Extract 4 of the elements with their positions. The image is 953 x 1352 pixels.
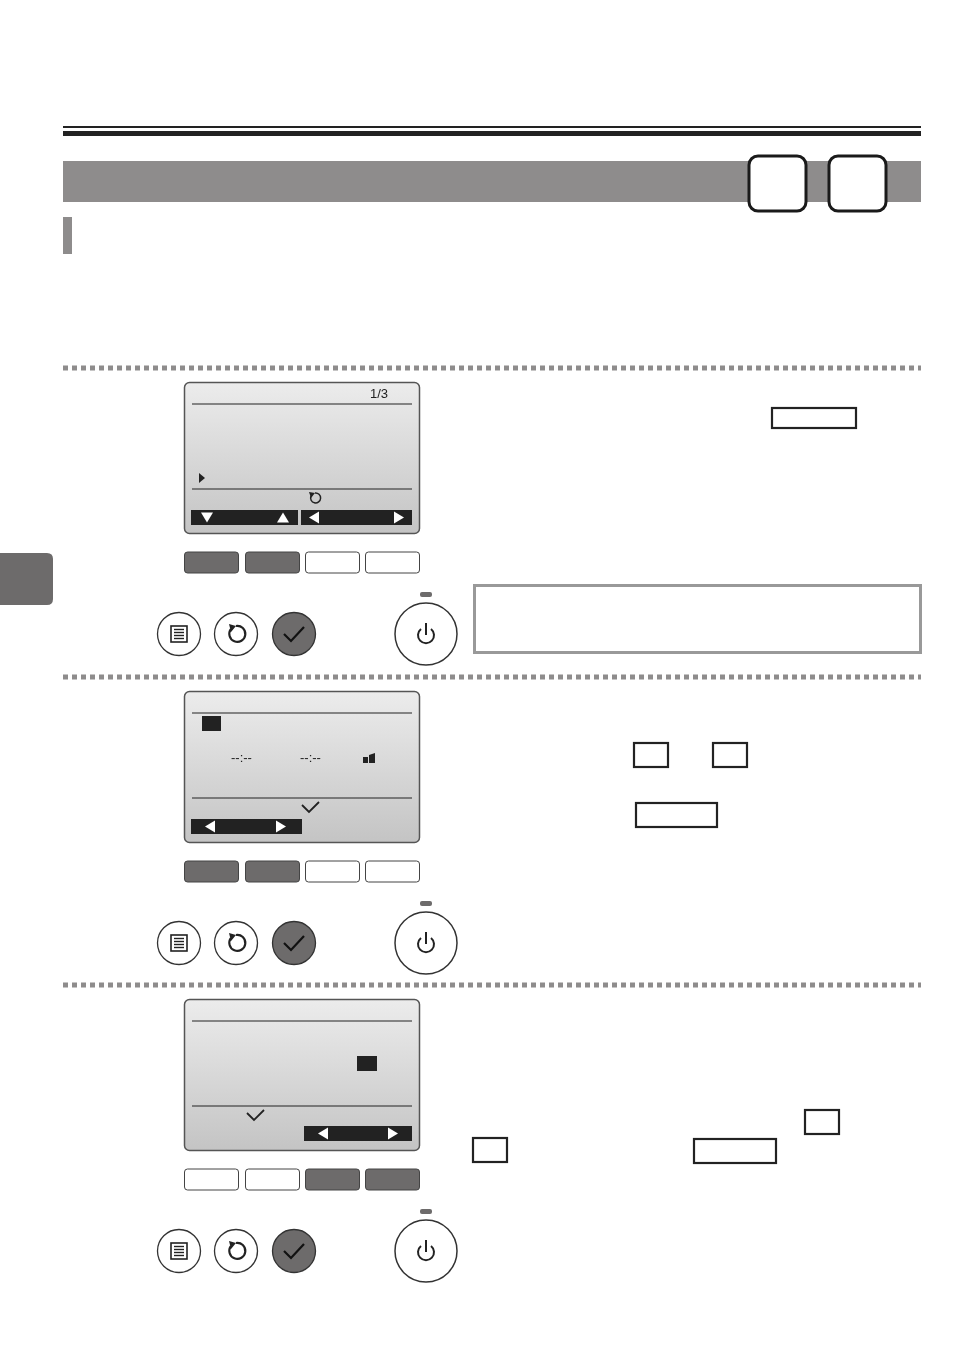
time-display: --:-- (231, 751, 252, 765)
page-indicator: 1/3 (370, 387, 389, 401)
time-display: --:-- (300, 751, 321, 765)
note-box (473, 584, 922, 654)
